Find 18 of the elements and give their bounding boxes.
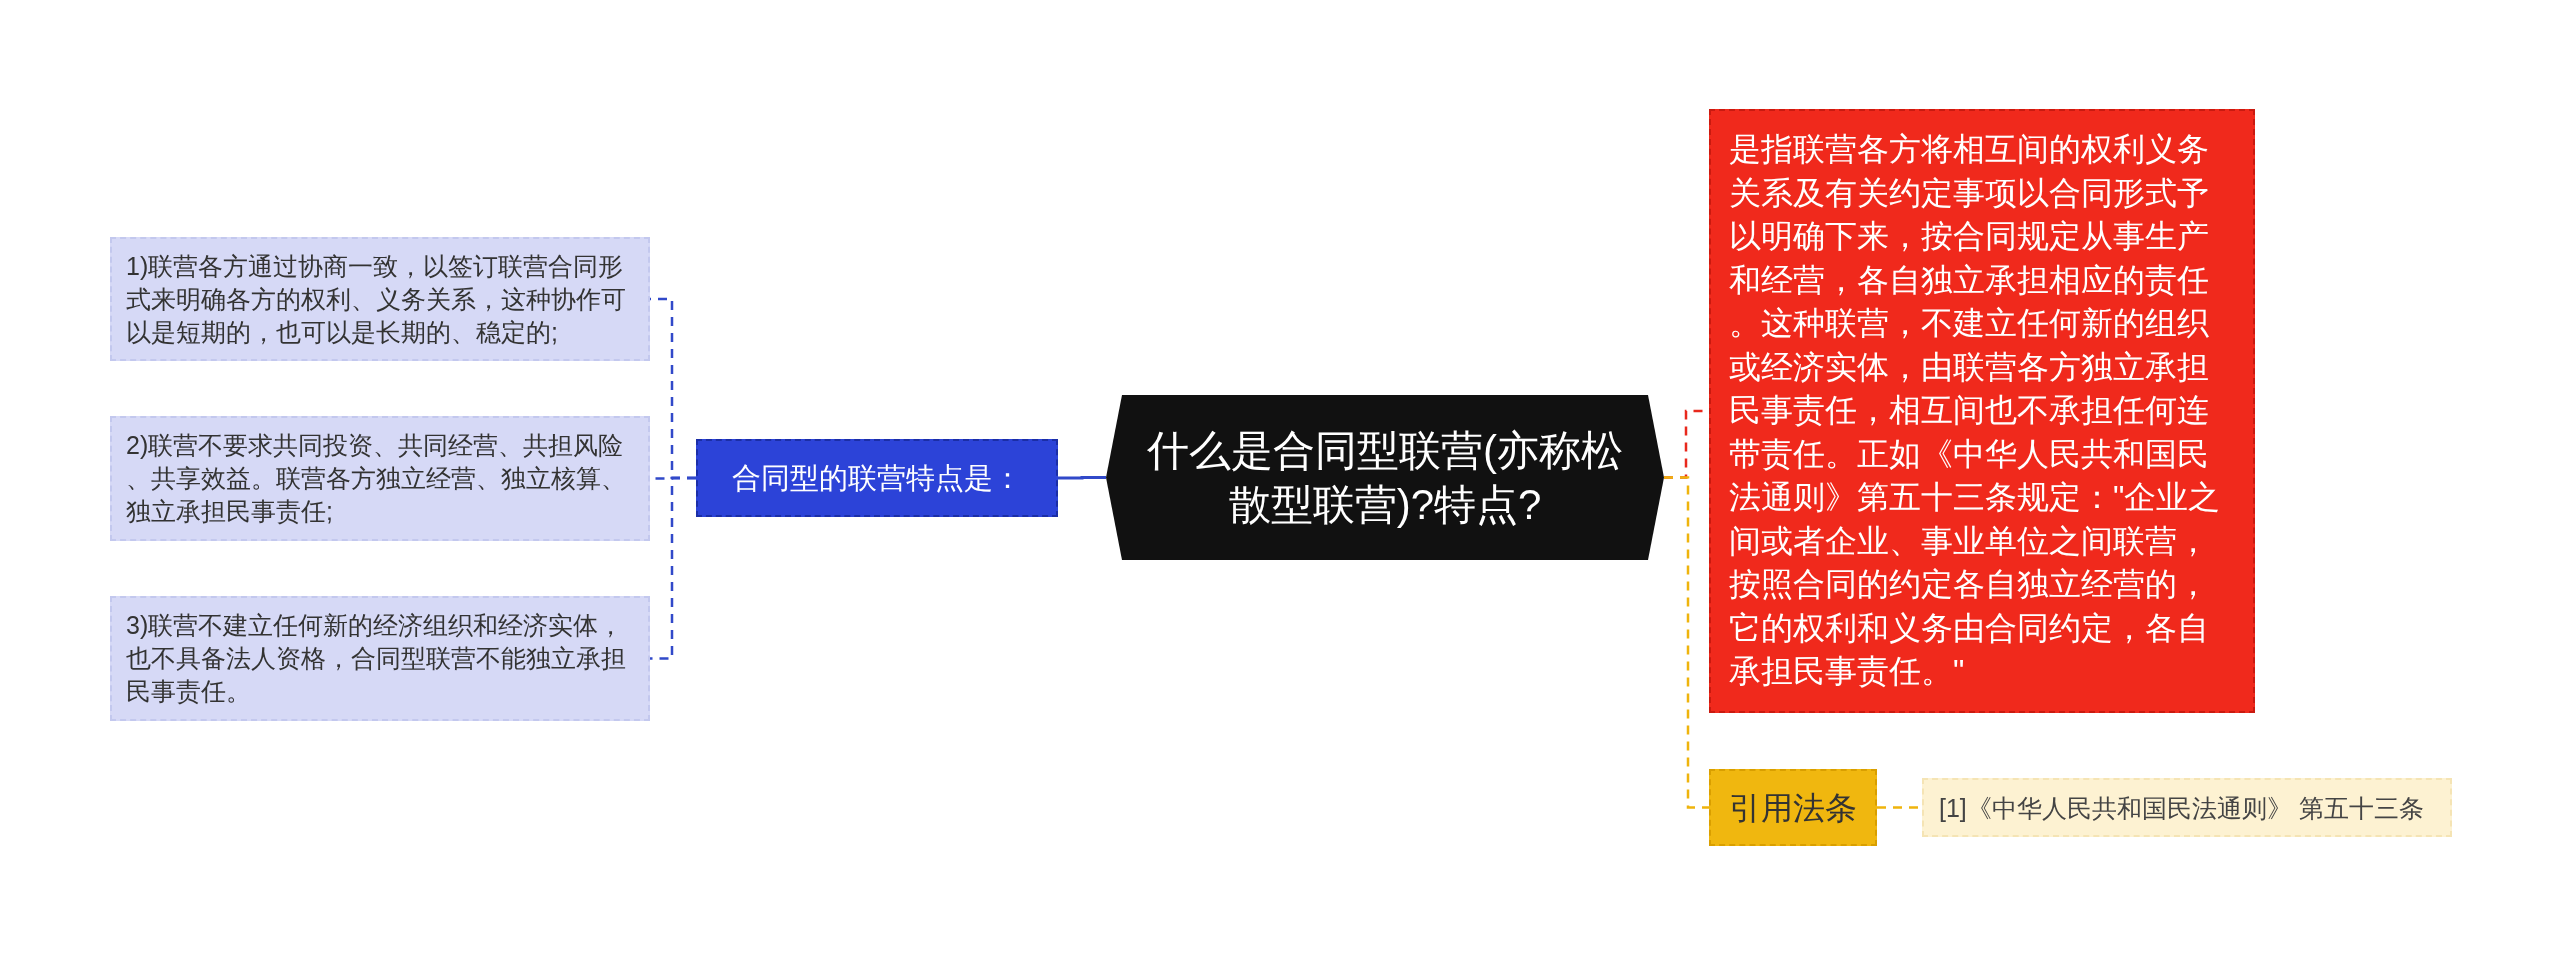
detail-text: 1)联营各方通过协商一致，以签订联营合同形式来明确各方的权利、义务关系，这种协作可以是短期的，也可以是长期的、稳定的; xyxy=(126,250,627,348)
description-box xyxy=(1709,109,2255,713)
subtopic-box xyxy=(696,439,1058,517)
reference-box xyxy=(1709,769,1877,846)
connector-line xyxy=(1058,476,1106,480)
connector-line xyxy=(650,476,696,660)
detail-box xyxy=(110,416,650,541)
detail-box xyxy=(110,596,650,721)
detail-text: 3)联营不建立任何新的经济组织和经济实体，也不具备法人资格，合同型联营不能独立承担民事责任。 xyxy=(126,610,627,707)
subtopic-text: 合同型的联营特点是： xyxy=(732,461,1022,496)
detail-text: 2)联营不要求共同投资、共同经营、共担风险、共享效益。联营各方独立经营、独立核算、独立承担民事责任; xyxy=(126,430,627,527)
connector-line xyxy=(1664,476,1709,809)
citation-box xyxy=(1922,778,2452,837)
topic-title: 什么是合同型联营(亦称松散型联营)?特点? xyxy=(1146,425,1624,530)
description-text: 是指联营各方将相互间的权利义务关系及有关约定事项以合同形式予以明确下来，按合同规定从事生产和经营，各自独立承担相应的责任。这种联营，不建立任何新的组织或经济实体，由联营各方独立承担民事责任，相互间也不承担任何连带责任。正如《中华人民共和国民法通则》第五十三条规定："企业之间或者企业、事业单位之间联营，按照合同的约定各自独立经营的，它的权利和义务由合同约定，各自承担民事责任。" xyxy=(1729,130,2222,692)
reference-heading: 引用法条 xyxy=(1729,788,1857,828)
citation-text: [1]《中华人民共和国民法通则》 第五十三条 xyxy=(1939,792,2424,824)
detail-box xyxy=(110,237,650,361)
